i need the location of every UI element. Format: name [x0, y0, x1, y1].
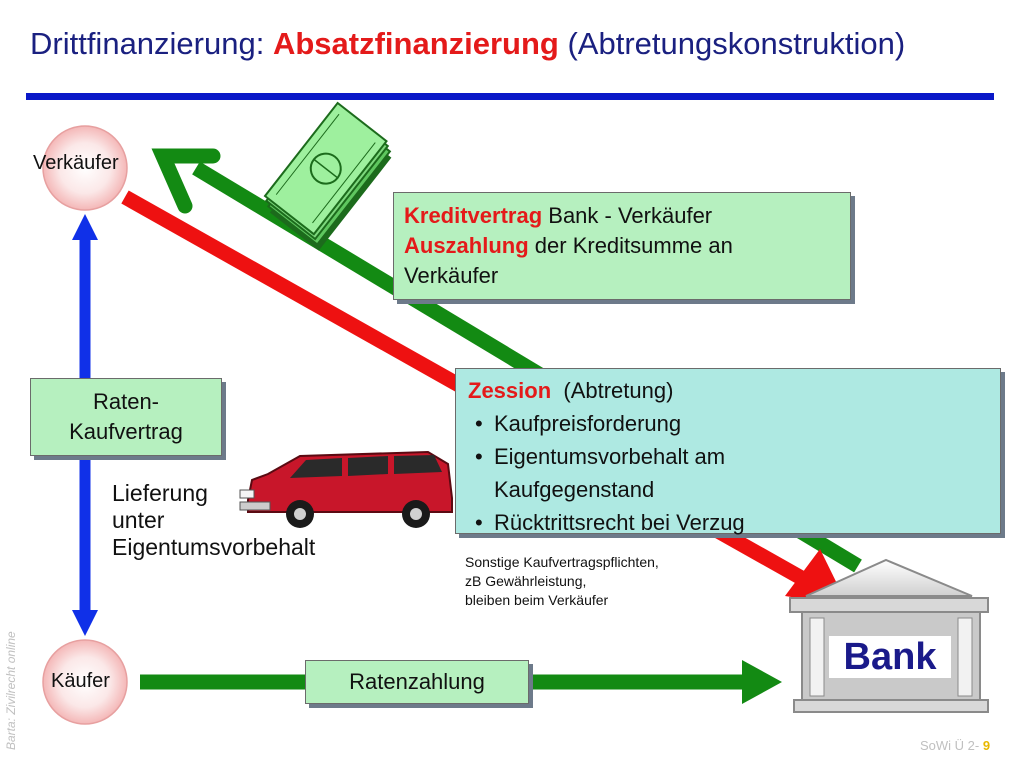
assignment-paren: (Abtretung) [563, 378, 674, 403]
installment-contract-line2: Kaufvertrag [69, 419, 183, 444]
note-line1: Sonstige Kaufvertragspflichten, [465, 554, 659, 570]
assignment-box: Zession (Abtretung) Kaufpreisforderung E… [455, 368, 1001, 539]
credit-line3: Verkäufer [404, 263, 499, 288]
buyer-node [42, 639, 128, 725]
seller-node [42, 125, 128, 211]
title-suffix: (Abtretungskonstruktion) [558, 26, 906, 61]
credit-line1: Kreditvertrag Bank - Verkäufer [404, 201, 850, 231]
credit-rest1: Bank - Verkäufer [542, 203, 713, 228]
delivery-line3: Eigentumsvorbehalt [112, 534, 316, 560]
delivery-text: Lieferung unter Eigentumsvorbehalt [112, 480, 315, 561]
title-divider [26, 93, 994, 100]
credit-keyword: Kreditvertrag [404, 203, 543, 228]
page-title: Drittfinanzierung: Absatzfinanzierung (A… [30, 26, 905, 62]
assignment-heading: Zession (Abtretung) [468, 374, 1000, 407]
watermark: Barta: Zivilrecht online [4, 631, 18, 750]
assignment-keyword: Zession [468, 378, 552, 403]
assignment-item: Rücktrittsrecht bei Verzug [468, 506, 1000, 539]
installment-contract-line1: Raten- [92, 389, 160, 414]
assignment-item: Eigentumsvorbehalt am Kaufgegenstand [468, 440, 824, 506]
payout-keyword: Auszahlung [404, 233, 529, 258]
page-number-value: 9 [982, 738, 991, 753]
delivery-line1: Lieferung [112, 480, 208, 506]
bank-label: Bank [829, 636, 951, 678]
credit-line2: Auszahlung der Kreditsumme an [404, 231, 850, 261]
note-line2: zB Gewährleistung, [465, 573, 587, 589]
title-prefix: Drittfinanzierung: [30, 26, 273, 61]
assignment-item: Kaufpreisforderung [468, 407, 1000, 440]
money-icon [263, 101, 392, 251]
page-prefix: SoWi Ü 2- [920, 738, 983, 753]
buyer-label: Käufer [51, 670, 110, 692]
van-icon [239, 450, 453, 528]
note-text: Sonstige Kaufvertragspflichten, zB Gewäh… [465, 553, 659, 610]
page-number: SoWi Ü 2- 9 [920, 738, 990, 753]
seller-label: Verkäufer [33, 152, 119, 174]
credit-rest2: der Kreditsumme an [528, 233, 733, 258]
credit-agreement-box: Kreditvertrag Bank - Verkäufer Auszahlun… [393, 192, 851, 300]
installment-payment-label: Ratenzahlung [349, 669, 485, 694]
installment-payment-box: Ratenzahlung [305, 660, 529, 704]
assignment-list: Kaufpreisforderung Eigentumsvorbehalt am… [468, 407, 1000, 539]
installment-contract-box: Raten- Kaufvertrag [30, 378, 222, 456]
delivery-line2: unter [112, 507, 165, 533]
title-highlight: Absatzfinanzierung [272, 26, 559, 61]
note-line3: bleiben beim Verkäufer [465, 592, 609, 608]
